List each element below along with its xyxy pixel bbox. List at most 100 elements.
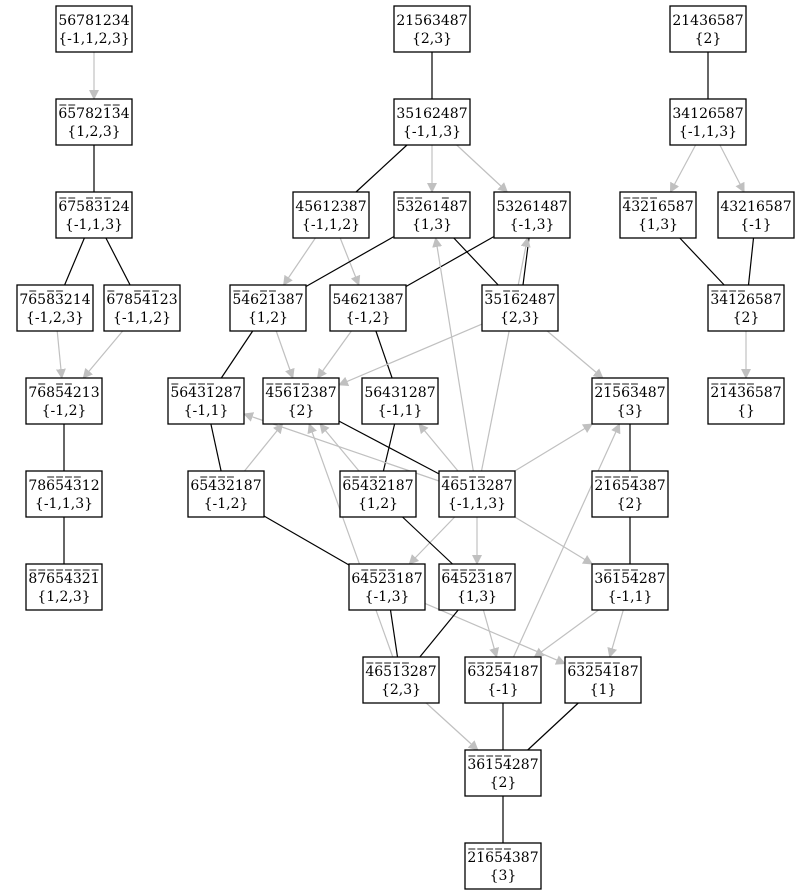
node-permutation: 36154287 <box>467 757 538 773</box>
node-box <box>669 98 747 146</box>
node-box <box>348 563 426 611</box>
node-permutation: 21436587 <box>672 13 743 29</box>
node-permutation: 43216587 <box>720 199 791 215</box>
node-box <box>481 284 559 332</box>
node-box <box>464 842 542 890</box>
arrow-edge-n05-n10 <box>456 144 509 193</box>
cover-edge-n30-n34 <box>389 609 399 658</box>
node-permutation: 35162487 <box>396 106 467 122</box>
node-n12: 43216587 {-1} <box>717 191 795 239</box>
node-box <box>669 5 747 53</box>
node-n03: 21436587 {2} <box>669 5 747 53</box>
node-set: {-1,2,3} <box>26 310 84 326</box>
node-set: {-1} <box>740 217 771 233</box>
arrow-edge-n31-n35 <box>482 609 499 658</box>
node-permutation: 54621387 <box>232 292 303 308</box>
node-set: {1,2,3} <box>37 589 90 605</box>
cover-edge-n09-n15 <box>305 235 395 288</box>
cover-edge-n05-n08 <box>355 144 408 193</box>
node-set: {-1,1,2,3} <box>58 31 130 47</box>
node-permutation: 34126587 <box>672 106 743 122</box>
nodes-layer: 56781234{-1,1,2,3}21563487{2,3}21436587{… <box>16 5 795 890</box>
node-n15: 54621387 {1,2} <box>229 284 307 332</box>
arrow-edge-n27-n30 <box>408 516 456 565</box>
node-box <box>292 191 370 239</box>
node-permutation: 56431287 <box>170 385 241 401</box>
node-box <box>103 284 181 332</box>
node-n37: 36154287{2} <box>464 749 542 797</box>
node-box <box>16 284 94 332</box>
arrow-edge-n14-n19 <box>82 330 124 379</box>
node-set: {-1,1,2} <box>302 217 360 233</box>
node-box <box>619 191 697 239</box>
node-permutation: 63254187 <box>567 664 638 680</box>
node-set: {2} <box>617 496 644 512</box>
node-n27: 46513287{-1,1,3} <box>438 470 516 518</box>
node-n01: 56781234{-1,1,2,3} <box>55 5 133 53</box>
node-set: {1,3} <box>412 217 452 233</box>
arrow-edge-n27-n20 <box>243 412 440 482</box>
node-n25: 65432187 {-1,2} <box>187 470 265 518</box>
node-set: {2} <box>695 31 722 47</box>
node-box <box>438 470 516 518</box>
node-n38: 21654387{3} <box>464 842 542 890</box>
arrow-edge-n27-n09 <box>432 237 474 472</box>
node-set: {-1,2} <box>346 310 391 326</box>
node-permutation: 64523187 <box>351 571 422 587</box>
node-permutation: 67583124 <box>58 199 129 215</box>
node-n07: 67583124{-1,1,3} <box>55 191 133 239</box>
node-set: {-1,2} <box>204 496 249 512</box>
cover-edge-n07-n14 <box>105 237 131 286</box>
node-permutation: 54621387 <box>332 292 403 308</box>
arrow-edge-n17-n23 <box>546 330 604 379</box>
arrow-edge-n26-n21 <box>319 423 360 472</box>
arrow-edge-n27-n22 <box>418 423 459 472</box>
arrow-edge-n34-n21 <box>307 423 394 658</box>
cover-edge-n25-n30 <box>263 515 350 566</box>
node-n32: 36154287{-1,1} <box>591 563 669 611</box>
node-box <box>591 377 669 425</box>
node-n08: 45612387{-1,1,2} <box>292 191 370 239</box>
cover-edge-n09-n17 <box>453 237 499 286</box>
node-permutation: 56431287 <box>364 385 435 401</box>
node-n23: 21563487{3} <box>591 377 669 425</box>
arrow-edge-n15-n21 <box>275 330 295 379</box>
node-permutation: 87654321 <box>28 571 99 587</box>
node-box <box>25 377 103 425</box>
node-set: {2} <box>733 310 760 326</box>
node-permutation: 46513287 <box>441 478 512 494</box>
node-box <box>55 5 133 53</box>
arrow-edge-n06-n12 <box>719 144 745 193</box>
node-n20: 56431287{-1,1} <box>167 377 245 425</box>
arrow-edge-n34-n37 <box>425 702 479 751</box>
node-box <box>25 563 103 611</box>
node-box <box>229 284 307 332</box>
node-n16: 54621387 {-1,2} <box>329 284 407 332</box>
node-permutation: 65432187 <box>190 478 261 494</box>
node-permutation: 63254187 <box>467 664 538 680</box>
node-box <box>329 284 407 332</box>
node-set: {1,3} <box>457 589 497 605</box>
node-permutation: 53261487 <box>496 199 567 215</box>
arrow-edge-n08-n15 <box>283 237 316 286</box>
node-box <box>55 98 133 146</box>
node-box <box>438 563 516 611</box>
node-set: {1,2} <box>248 310 288 326</box>
node-permutation: 64523187 <box>441 571 512 587</box>
node-box <box>707 284 785 332</box>
node-set: {2} <box>288 403 315 419</box>
arrow-edge-n32-n36 <box>607 609 624 658</box>
node-box <box>464 656 542 704</box>
cover-edge-n10-n16 <box>405 235 495 288</box>
arrow-edge-n30-n36 <box>424 602 566 665</box>
arrow-edge-n27-n10 <box>480 237 531 472</box>
node-set: {-1,1} <box>608 589 653 605</box>
arrow-edge-n32-n35 <box>533 609 599 658</box>
node-box <box>707 377 785 425</box>
node-set: {-1,1} <box>378 403 423 419</box>
node-n21: 45612387 {2} <box>262 377 340 425</box>
node-box <box>362 656 440 704</box>
node-permutation: 45612387 <box>265 385 336 401</box>
node-permutation: 65432187 <box>342 478 413 494</box>
